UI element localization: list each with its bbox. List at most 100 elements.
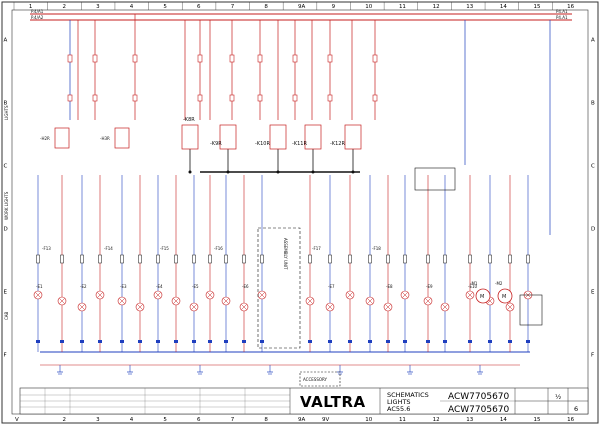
relay-k9r: -K9R	[210, 124, 237, 150]
column-label-top: 12	[433, 4, 440, 10]
fuse-symbol	[348, 254, 352, 264]
connector-pin	[138, 340, 142, 343]
junction-dot	[351, 170, 355, 174]
column-label-top: 10	[365, 4, 372, 10]
row-label-right: C	[591, 164, 595, 170]
column-label-bottom: 15	[534, 417, 541, 423]
connector-pin	[242, 340, 246, 343]
assembly-unit-box: ASSEMBLY UNIT	[257, 227, 301, 349]
relay-h2r: -H2R	[40, 127, 70, 149]
supply-lines: P.4/A1 P.4/A2 P4.A1 P4.A1	[30, 9, 572, 21]
column-label-bottom: 8	[264, 417, 268, 423]
column-label-bottom: 12	[433, 417, 440, 423]
lamp-cross	[97, 292, 103, 298]
side-note-lights: LIGHTS	[4, 105, 9, 120]
row-label-right: E	[591, 290, 595, 296]
connector-pin	[443, 340, 447, 343]
column-label-top: 6	[197, 4, 201, 10]
supply-label-middle: P.4/A2	[31, 15, 44, 20]
fuse-symbol	[468, 254, 472, 264]
lamp-cross	[119, 298, 125, 304]
page-number: 6	[574, 405, 578, 413]
lamp-cross	[173, 298, 179, 304]
column-label-top: 7	[231, 4, 235, 10]
switch-box-right-2	[519, 294, 543, 326]
components: -F13-F14-F15-F16-F17-F18-E1-E2-E3-E4-E5-…	[33, 54, 533, 375]
row-label-left: A	[4, 38, 8, 44]
connector-pin	[80, 340, 84, 343]
connector-pin	[98, 340, 102, 343]
connector-pin	[60, 340, 64, 343]
connector-pin	[348, 340, 352, 343]
assembly-unit-label: ASSEMBLY UNIT	[283, 238, 288, 270]
column-label-top: 3	[96, 4, 100, 10]
lamp-cross	[59, 298, 65, 304]
column-label-bottom: 4	[130, 417, 134, 423]
junction-dot	[311, 170, 315, 174]
lamp-cross	[259, 292, 265, 298]
column-label-top: 4	[130, 4, 134, 10]
component-label: -E9	[426, 284, 433, 289]
column-label-top: 13	[466, 4, 473, 10]
row-label-right: A	[591, 38, 595, 44]
side-note-work-lights: WORK LIGHTS	[4, 191, 9, 220]
relay-k12r-label: -K12R	[330, 141, 345, 147]
lamp-cross	[191, 304, 197, 310]
fuse-symbol	[36, 254, 40, 264]
connector-pin	[156, 340, 160, 343]
upper-fuse-2	[92, 94, 98, 102]
upper-fuse	[92, 54, 98, 63]
lamp-cross	[402, 292, 408, 298]
connector-pin	[328, 340, 332, 343]
connector-pin	[488, 340, 492, 343]
supply-label-top: P.4/A1	[31, 9, 44, 14]
upper-fuse	[292, 54, 298, 63]
row-label-left: B	[4, 101, 8, 107]
upper-fuse	[327, 54, 333, 63]
lamp-cross	[223, 298, 229, 304]
upper-fuse	[372, 54, 378, 63]
lamp-cross	[79, 304, 85, 310]
column-label-bottom: 13	[466, 417, 473, 423]
lamp-cross	[207, 292, 213, 298]
connector-pin	[386, 340, 390, 343]
connector-pin	[174, 340, 178, 343]
component-label: -F18	[372, 246, 381, 251]
row-label-left: E	[4, 290, 8, 296]
column-label-bottom: 9A	[298, 417, 305, 423]
column-label-bottom: 3	[96, 417, 100, 423]
connector-pin	[426, 340, 430, 343]
column-label-top: 16	[567, 4, 574, 10]
column-label-top: 15	[534, 4, 541, 10]
row-label-left: F	[4, 353, 7, 359]
connector-pin	[192, 340, 196, 343]
row-label-left: D	[4, 227, 8, 233]
fuse-symbol	[328, 254, 332, 264]
sheet-fraction: ½	[555, 393, 561, 401]
fuse-symbol	[98, 254, 102, 264]
column-label-bottom: 6	[197, 417, 201, 423]
component-label: -E3	[120, 284, 127, 289]
relay-h3r-label: -H3R	[100, 136, 110, 141]
relay-k11r: -K11R	[292, 124, 322, 150]
upper-fuse	[67, 54, 73, 63]
lamp-cross	[155, 292, 161, 298]
doc-number-upper: ACW7705670	[448, 392, 510, 402]
component-label: -E6	[242, 284, 249, 289]
lamp-cross	[442, 304, 448, 310]
connector-pin	[403, 340, 407, 343]
junction-dot	[226, 170, 230, 174]
lamp-cross	[487, 298, 493, 304]
column-label-top: 8	[264, 4, 268, 10]
side-note-cab: CAB	[4, 311, 9, 320]
relay-k9r-label: -K9R	[210, 141, 222, 147]
fuse-symbol	[242, 254, 246, 264]
upper-fuse-2	[229, 94, 235, 102]
fuse-symbol	[80, 254, 84, 264]
upper-fuse	[229, 54, 235, 63]
fuse-symbol	[508, 254, 512, 264]
relay-group: -K8R -K9R -K10R -K11R -K12R -H2R -H3R	[40, 117, 362, 150]
